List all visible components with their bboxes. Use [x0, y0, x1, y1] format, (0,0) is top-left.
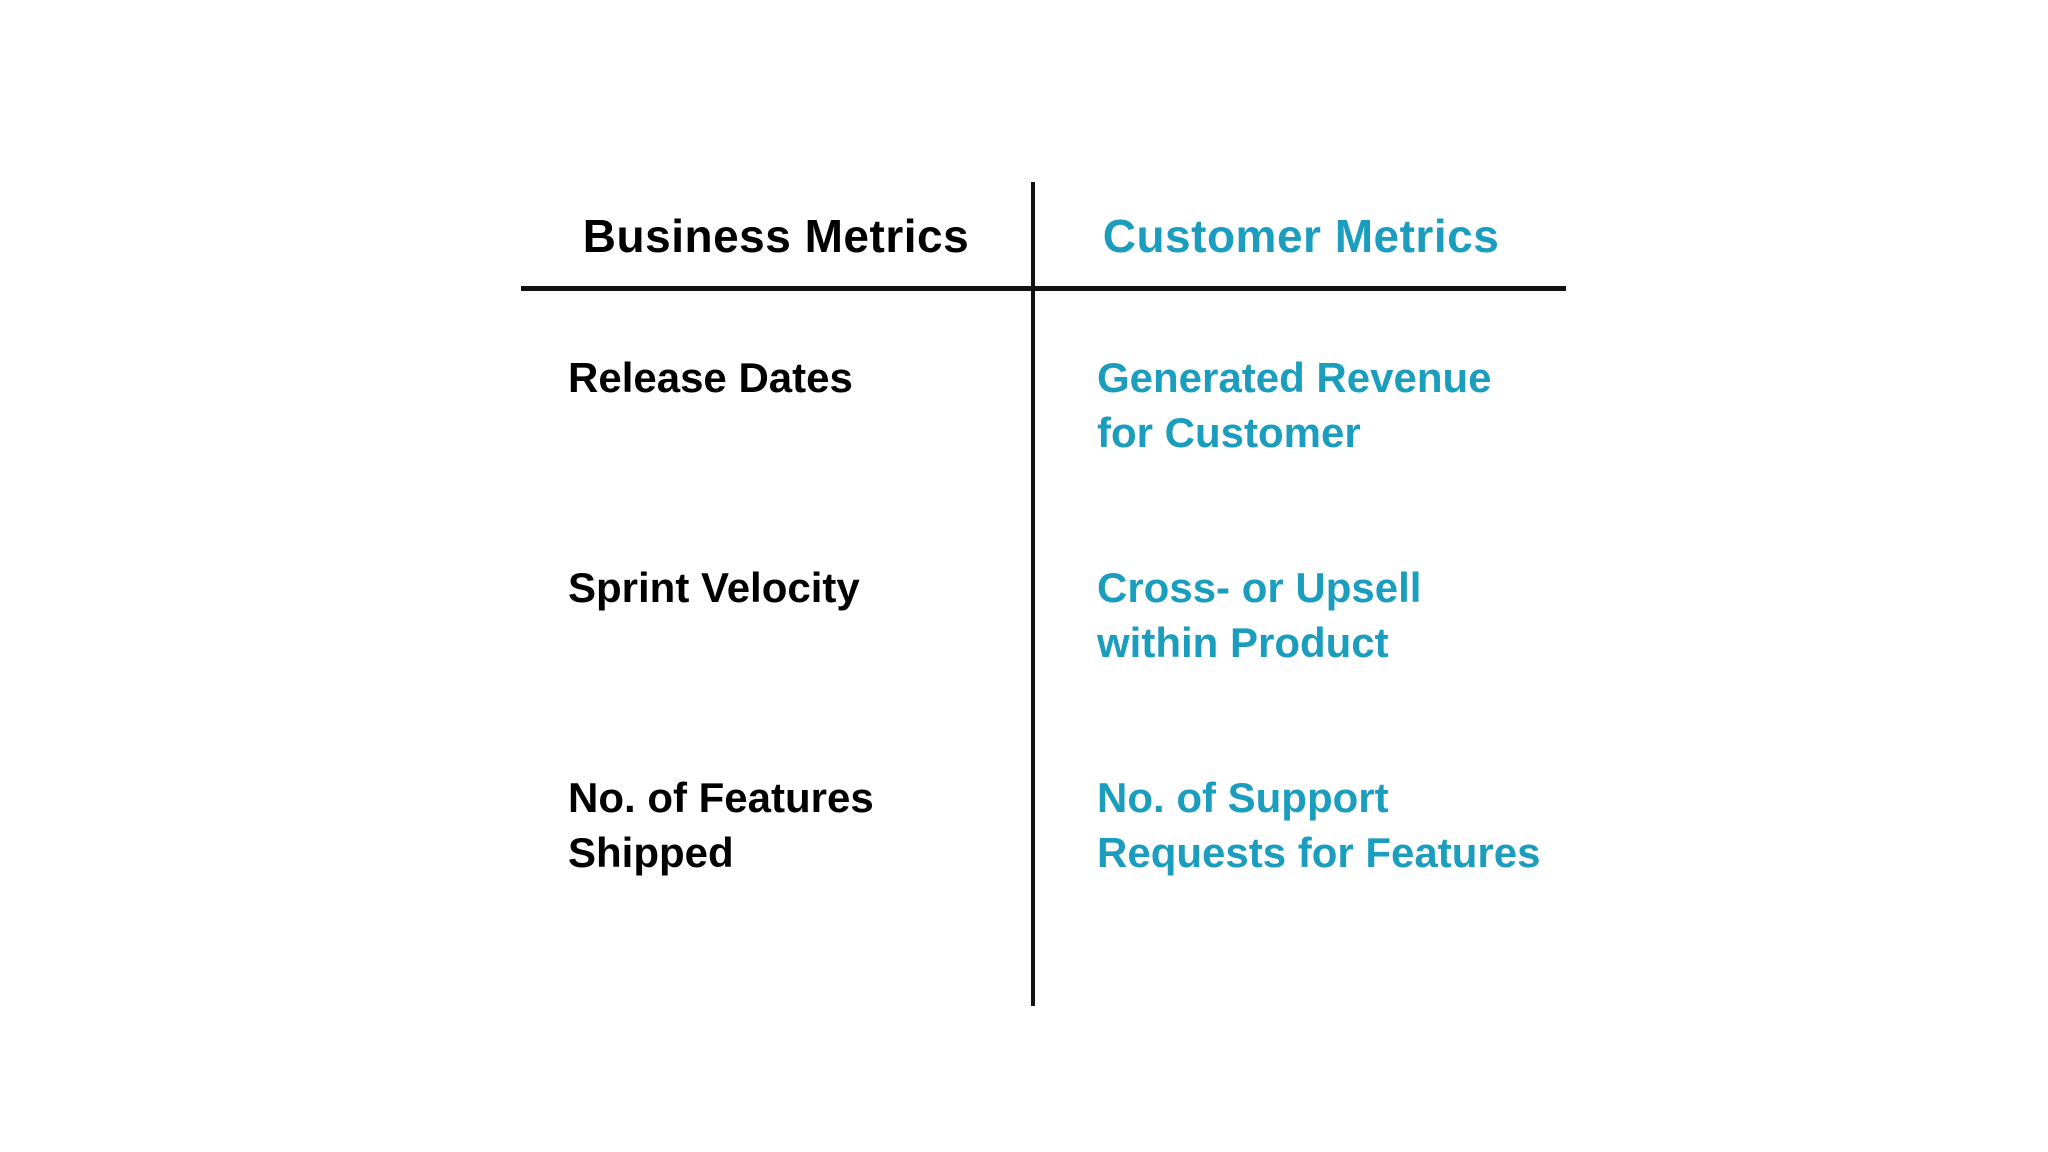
header-underline	[521, 286, 1566, 291]
column-header-customer-metrics: Customer Metrics	[1102, 210, 1500, 262]
customer-metric-support-requests: No. of Support Requests for Features	[1097, 770, 1562, 880]
metric-line: Generated Revenue	[1097, 354, 1492, 401]
business-metric-release-dates: Release Dates	[568, 350, 1013, 405]
business-metric-features-shipped: No. of Features Shipped	[568, 770, 1013, 880]
column-divider-line	[1031, 182, 1035, 1006]
metric-line: Requests for Features	[1097, 829, 1541, 876]
customer-metric-cross-or-upsell: Cross- or Upsell within Product	[1097, 560, 1562, 670]
metric-line: Sprint Velocity	[568, 564, 860, 611]
metric-line: for Customer	[1097, 409, 1361, 456]
metric-line: Shipped	[568, 829, 734, 876]
metric-line: Release Dates	[568, 354, 853, 401]
business-metric-sprint-velocity: Sprint Velocity	[568, 560, 1013, 615]
metric-line: Cross- or Upsell	[1097, 564, 1422, 611]
metric-line: No. of Features	[568, 774, 874, 821]
customer-metric-generated-revenue: Generated Revenue for Customer	[1097, 350, 1562, 460]
metric-line: No. of Support	[1097, 774, 1389, 821]
column-header-business-metrics: Business Metrics	[582, 210, 970, 262]
metric-line: within Product	[1097, 619, 1389, 666]
